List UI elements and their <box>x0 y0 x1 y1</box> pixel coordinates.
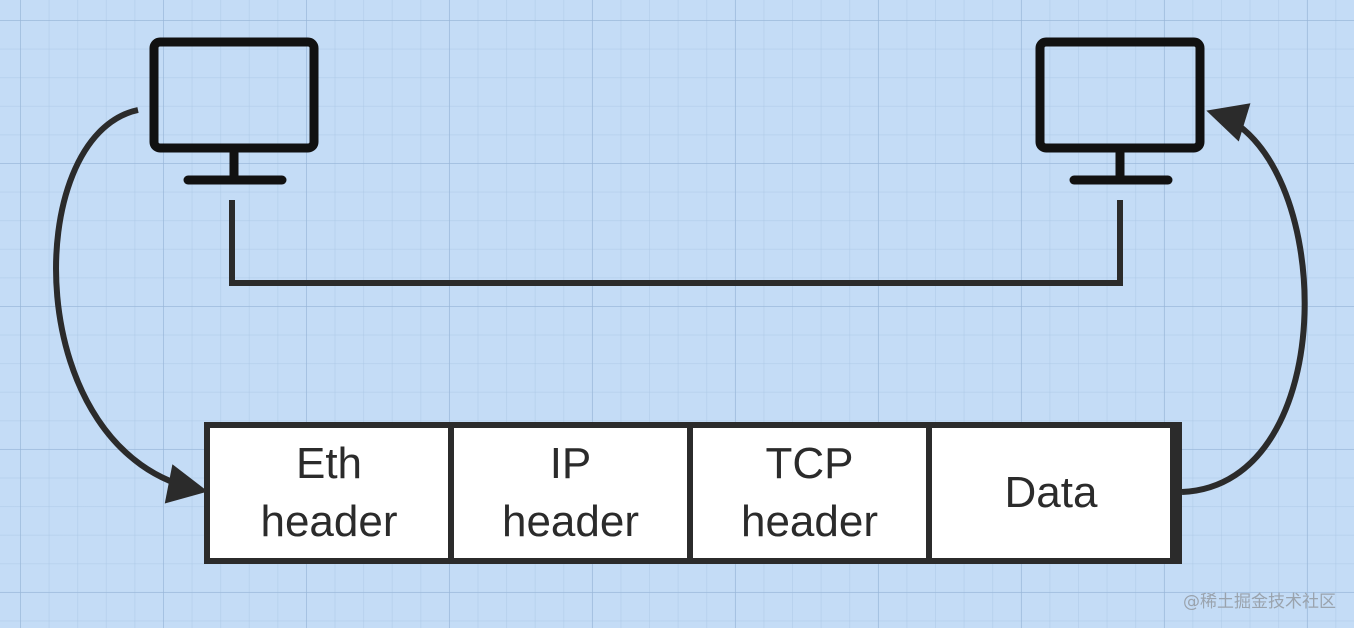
ip-header-segment: IP header <box>454 428 687 558</box>
packet: Eth header IP header TCP header Data <box>204 422 1182 564</box>
watermark: @稀土掘金技术社区 <box>1183 592 1336 612</box>
eth-header-segment: Eth header <box>210 428 448 558</box>
encapsulate-arrow <box>53 107 208 504</box>
monitor-icon <box>1035 37 1205 185</box>
deliver-arrow <box>1181 103 1308 495</box>
data-segment: Data <box>932 428 1170 558</box>
network-cable <box>229 200 1123 286</box>
tcp-header-segment: TCP header <box>693 428 926 558</box>
monitor-icon <box>149 37 319 185</box>
